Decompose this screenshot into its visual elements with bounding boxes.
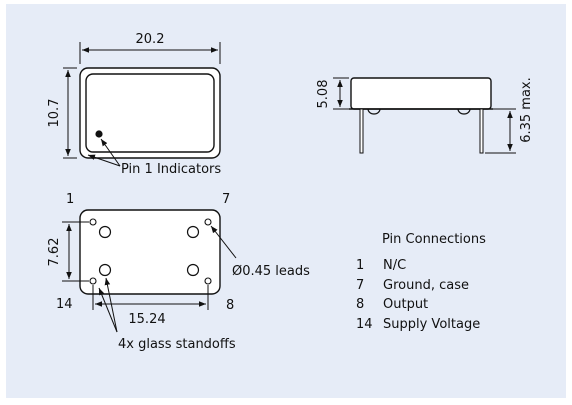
standoff-callout: 4x glass standoffs	[118, 337, 236, 352]
lead-right	[479, 108, 484, 154]
pin-connection-pin: 1	[356, 258, 364, 273]
top-width-dim: 20.2	[136, 32, 165, 47]
pin-connection-function: Supply Voltage	[383, 317, 480, 332]
bottom-vertical-dim: 7.62	[47, 238, 62, 267]
bottom-view: 1 7 14 8 7.62 15.24 Ø0.45 leads 4x glass…	[47, 192, 310, 352]
top-view: 20.2 10.7 Pin 1 Indicators	[47, 32, 221, 177]
top-height-dim: 10.7	[47, 99, 62, 128]
lead-pin-8	[204, 277, 212, 285]
pin-connection-function: N/C	[383, 258, 406, 273]
side-body-height-dim: 5.08	[316, 80, 331, 109]
lead-pin-14	[89, 277, 97, 285]
lead-pin-1	[89, 218, 97, 226]
pin-connection-pin: 8	[356, 297, 364, 312]
lead-left	[359, 108, 364, 154]
side-view: 5.08 6.35 max.	[316, 77, 534, 154]
pin1-dot	[95, 130, 103, 138]
pin-label-14: 14	[56, 297, 73, 312]
lead-callout: Ø0.45 leads	[232, 264, 310, 279]
package-lid	[85, 73, 215, 153]
lead-pin-7	[204, 218, 212, 226]
pin-connection-function: Output	[383, 297, 428, 312]
pin-connections-title: Pin Connections	[382, 232, 486, 247]
pin-connection-pin: 7	[356, 278, 364, 293]
pin-label-8: 8	[226, 298, 234, 313]
bottom-horizontal-dim: 15.24	[128, 312, 165, 327]
pin-connection-function: Ground, case	[383, 278, 469, 293]
pin1-callout: Pin 1 Indicators	[121, 162, 221, 177]
side-lead-height-dim: 6.35 max.	[519, 77, 534, 143]
pin-connections-table: Pin Connections 1 N/C 7 Ground, case 8 O…	[356, 232, 486, 332]
standoff-4	[186, 263, 200, 277]
standoff-left	[367, 108, 381, 115]
pin-label-1: 1	[66, 192, 74, 207]
pin-connection-pin: 14	[356, 317, 373, 332]
standoff-3	[98, 263, 112, 277]
side-body	[350, 77, 492, 110]
standoff-2	[186, 225, 200, 239]
bottom-outline	[79, 209, 221, 295]
standoff-1	[98, 225, 112, 239]
pin-label-7: 7	[222, 192, 230, 207]
standoff-right	[457, 108, 471, 115]
